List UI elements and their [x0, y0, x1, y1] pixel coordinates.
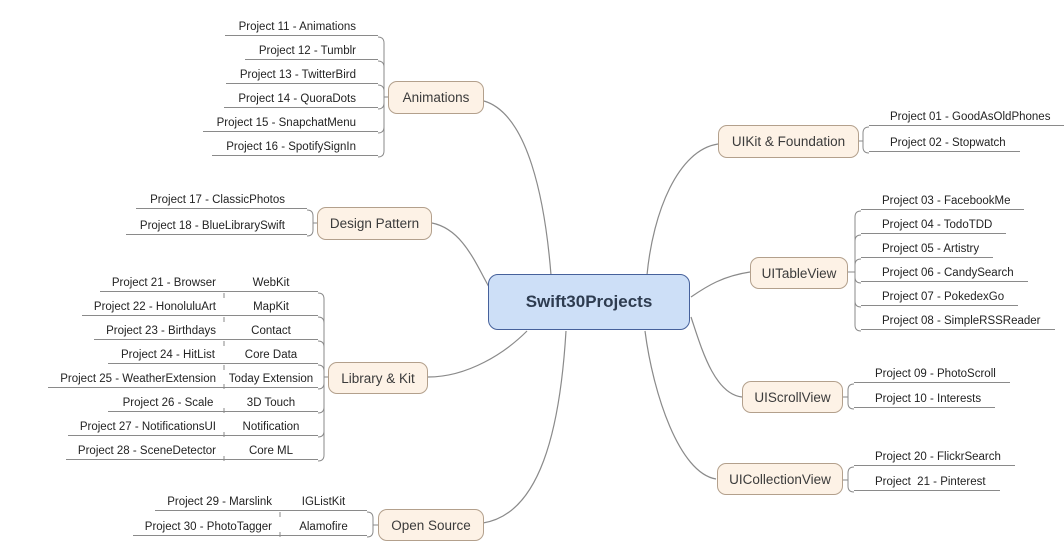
branch-topic-design-pattern[interactable]: Design Pattern [317, 207, 432, 240]
connector-path [306, 209, 317, 237]
leaf-node-project-26-scale[interactable]: Project 26 - Scale [108, 394, 224, 412]
central-topic[interactable]: Swift30Projects [488, 274, 690, 330]
connector-path [843, 383, 855, 410]
leaf-node-project-16-spotifysignin[interactable]: Project 16 - SpotifySignIn [212, 138, 378, 156]
branch-topic-open-source[interactable]: Open Source [378, 509, 484, 541]
connector-path [482, 330, 567, 524]
connector-path [646, 143, 719, 276]
leaf-node-project-28-scenedetector[interactable]: Project 28 - SceneDetector [65, 442, 224, 460]
leaf-kit-3d-touch[interactable]: 3D Touch [224, 394, 318, 412]
connector-path [859, 126, 870, 154]
central-topic-label: Swift30Projects [525, 292, 653, 311]
leaf-node-project-21-browser[interactable]: Project 21 - Browser [99, 274, 224, 292]
leaf-kit-contact[interactable]: Contact [224, 322, 318, 340]
leaf-kit-notification[interactable]: Notification [224, 418, 318, 436]
connector-path [483, 100, 552, 276]
branch-topic-library-kit[interactable]: Library & Kit [328, 362, 428, 394]
connector-path [690, 316, 743, 398]
leaf-node-project-15-snapchatmenu[interactable]: Project 15 - SnapchatMenu [202, 114, 378, 132]
leaf-node-project-11-animations[interactable]: Project 11 - Animations [224, 18, 378, 36]
leaf-node-project-03-facebookme[interactable]: Project 03 - FacebookMe [861, 192, 1025, 210]
leaf-node-project-27-notificationsui[interactable]: Project 27 - NotificationsUI [67, 418, 224, 436]
connector-path [223, 292, 328, 462]
leaf-node-project-29-marslink[interactable]: Project 29 - Marslink [155, 493, 280, 511]
leaf-node-project-09-photoscroll[interactable]: Project 09 - PhotoScroll [854, 365, 1010, 383]
leaf-node-project-10-interests[interactable]: Project 10 - Interests [854, 390, 996, 408]
leaf-node-project-23-birthdays[interactable]: Project 23 - Birthdays [94, 322, 224, 340]
leaf-node-project-01-goodasoldphones[interactable]: Project 01 - GoodAsOldPhones [869, 108, 1064, 126]
leaf-node-project-24-hitlist[interactable]: Project 24 - HitList [108, 346, 224, 364]
leaf-node-project-25-weatherextension[interactable]: Project 25 - WeatherExtension [48, 370, 224, 388]
leaf-node-project-30-phototagger[interactable]: Project 30 - PhotoTagger [132, 518, 280, 536]
connector-path [690, 271, 751, 298]
branch-topic-animations[interactable]: Animations [388, 81, 484, 114]
leaf-node-project-08-simplerssreader[interactable]: Project 08 - SimpleRSSReader [861, 312, 1055, 330]
leaf-node-project-12-tumblr[interactable]: Project 12 - Tumblr [244, 42, 378, 60]
leaf-node-project-07-pokedexgo[interactable]: Project 07 - PokedexGo [861, 288, 1019, 306]
connector-path [431, 222, 490, 288]
branch-topic-uikit-foundation[interactable]: UIKit & Foundation [718, 125, 859, 158]
branch-topic-uicollectionview[interactable]: UICollectionView [717, 463, 843, 495]
leaf-node-project-17-classicphotos[interactable]: Project 17 - ClassicPhotos [136, 191, 307, 209]
leaf-node-project-06-candysearch[interactable]: Project 06 - CandySearch [861, 264, 1028, 282]
leaf-kit-alamofire[interactable]: Alamofire [280, 518, 367, 536]
branch-topic-uiscrollview[interactable]: UIScrollView [742, 381, 843, 413]
leaf-node-project-13-twitterbird[interactable]: Project 13 - TwitterBird [225, 66, 378, 84]
leaf-node-project-04-todotdd[interactable]: Project 04 - TodoTDD [861, 216, 1007, 234]
leaf-node-project-22-honoluluart[interactable]: Project 22 - HonoluluArt [81, 298, 224, 316]
leaf-node-project-14-quoradots[interactable]: Project 14 - QuoraDots [224, 90, 378, 108]
connector-path [377, 36, 388, 158]
leaf-kit-mapkit[interactable]: MapKit [224, 298, 318, 316]
leaf-kit-core-data[interactable]: Core Data [224, 346, 318, 364]
leaf-kit-iglistkit[interactable]: IGListKit [280, 493, 367, 511]
leaf-node-project-20-flickrsearch[interactable]: Project 20 - FlickrSearch [854, 448, 1015, 466]
leaf-kit-core-ml[interactable]: Core ML [224, 442, 318, 460]
connector-path [427, 330, 528, 378]
connector-path [848, 210, 862, 332]
leaf-node-project-21-pinterest[interactable]: Project 21 - Pinterest [854, 473, 1000, 491]
connector-path [843, 466, 855, 493]
connector-path [644, 330, 717, 480]
leaf-node-project-18-bluelibraryswift[interactable]: Project 18 - BlueLibrarySwift [125, 217, 307, 235]
leaf-kit-today-extension[interactable]: Today Extension [224, 370, 318, 388]
leaf-kit-webkit[interactable]: WebKit [224, 274, 318, 292]
leaf-node-project-02-stopwatch[interactable]: Project 02 - Stopwatch [869, 134, 1020, 152]
connector-path [279, 511, 378, 538]
leaf-node-project-05-artistry[interactable]: Project 05 - Artistry [861, 240, 994, 258]
branch-topic-uitableview[interactable]: UITableView [750, 257, 848, 289]
